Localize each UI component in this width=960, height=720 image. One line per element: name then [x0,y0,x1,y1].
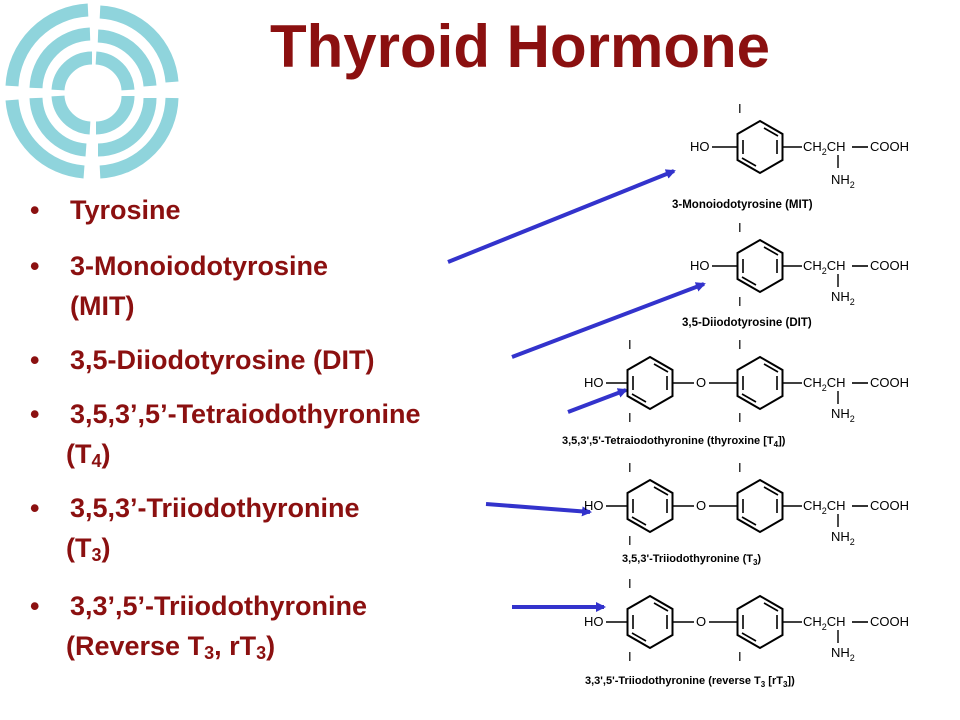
svg-text:I: I [628,649,632,664]
svg-text:I: I [738,220,742,235]
caption-rt3: 3,3',5'-Triiodothyronine (reverse T3 [rT… [585,675,795,689]
caption-t4: 3,5,3',5'-Tetraiodothyronine (thyroxine … [562,435,786,449]
svg-text:COOH: COOH [870,375,909,390]
arrow-t3 [485,502,592,517]
svg-text:I: I [738,649,742,664]
structure-mit: I HO CH2CH COOH NH2 3-Monoiodotyrosine (… [672,101,909,211]
svg-text:I: I [738,337,742,352]
svg-text:NH2: NH2 [831,645,855,663]
svg-text:CH2CH: CH2CH [803,375,846,393]
svg-text:CH2CH: CH2CH [803,258,846,276]
arrow-mit [447,169,676,264]
svg-text:COOH: COOH [870,614,909,629]
svg-text:I: I [628,410,632,425]
svg-text:COOH: COOH [870,258,909,273]
caption-dit: 3,5-Diiodotyrosine (DIT) [682,317,812,329]
svg-text:O: O [696,498,706,513]
svg-text:CH2CH: CH2CH [803,614,846,632]
svg-text:I: I [628,533,632,548]
svg-text:HO: HO [690,139,710,154]
svg-text:NH2: NH2 [831,406,855,424]
structure-dit: I I HO CH2CH COOH NH2 3,5-Diiodotyrosine… [682,220,909,329]
page-title: Thyroid Hormone [270,13,771,80]
caption-mit: 3-Monoiodotyrosine (MIT) [672,199,813,211]
svg-text:COOH: COOH [870,139,909,154]
arrow-dit [511,282,706,359]
svg-text:I: I [738,410,742,425]
caption-t3: 3,5,3'-Triiodothyronine (T3) [622,553,761,567]
svg-text:I: I [738,294,742,309]
svg-text:HO: HO [584,498,604,513]
svg-text:HO: HO [690,258,710,273]
svg-text:I: I [628,337,632,352]
arrow-t4 [567,388,628,414]
structure-t4: I I I I HO O CH2CH COOH NH2 3,5,3',5'-Te… [562,337,909,449]
structure-t3: I I I HO O CH2CH COOH NH2 3,5,3'-Triiodo… [584,460,909,567]
iodine-label: I [738,101,742,116]
svg-text:NH2: NH2 [831,289,855,307]
svg-text:O: O [696,614,706,629]
svg-text:I: I [628,576,632,591]
svg-text:HO: HO [584,614,604,629]
structure-rt3: I I I HO O CH2CH COOH NH2 3,3',5'-Triiod… [584,576,909,689]
svg-text:NH2: NH2 [831,529,855,547]
svg-text:O: O [696,375,706,390]
svg-text:CH2CH: CH2CH [803,139,846,157]
logo-icon [5,3,179,179]
svg-text:COOH: COOH [870,498,909,513]
svg-text:HO: HO [584,375,604,390]
svg-text:I: I [738,460,742,475]
svg-text:I: I [628,460,632,475]
svg-text:NH2: NH2 [831,172,855,190]
svg-text:CH2CH: CH2CH [803,498,846,516]
